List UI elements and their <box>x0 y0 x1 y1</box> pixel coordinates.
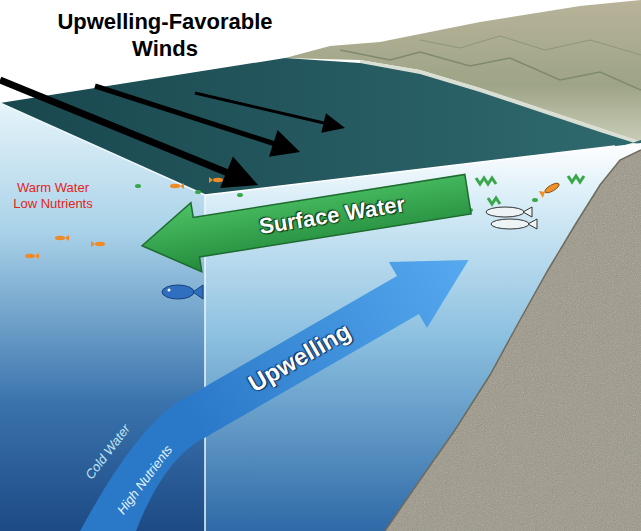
fish-body <box>486 207 524 217</box>
silver-fish <box>491 219 537 229</box>
silver-fish <box>486 207 532 217</box>
fish-body <box>544 181 561 194</box>
small-fish <box>91 241 105 247</box>
blue-fish <box>162 285 203 299</box>
fish-body <box>162 285 194 299</box>
plankton <box>532 198 538 202</box>
wind-arrow-head <box>321 113 345 132</box>
upwelling-arrow: Upwelling <box>172 227 487 453</box>
fish-tail <box>523 207 532 217</box>
water-note: Cold Water <box>82 421 134 482</box>
mountain-ridge <box>420 36 641 55</box>
wind-arrow-shaft <box>195 93 325 123</box>
fish-eye <box>168 289 171 292</box>
fish-body <box>491 219 529 229</box>
fish-body <box>95 242 105 246</box>
fish-body <box>213 178 223 182</box>
diagram-heading: Upwelling-Favorable Winds <box>40 8 290 62</box>
fish-body <box>55 236 65 240</box>
plankton-chain <box>488 198 500 204</box>
fish-body <box>25 254 35 258</box>
water-note: Warm Water Low Nutrients <box>8 180 98 212</box>
wind-arrow-head <box>220 157 258 188</box>
fish-tail <box>35 253 39 259</box>
plankton <box>135 184 141 188</box>
plankton <box>195 190 201 194</box>
small-fish <box>170 183 184 189</box>
small-fish <box>25 253 39 259</box>
fish-tail <box>180 183 184 189</box>
wind-arrows <box>0 80 345 188</box>
small-fish <box>55 235 69 241</box>
wind-arrow-head <box>269 130 300 157</box>
wind-arrow-shaft <box>95 86 275 144</box>
plankton <box>237 193 243 197</box>
small-fish <box>209 177 223 183</box>
fish-tail <box>65 235 69 241</box>
plankton-chain <box>568 176 584 182</box>
water-note: High Nutrients <box>114 442 176 517</box>
fish-body <box>170 184 180 188</box>
left-face-water <box>0 103 205 531</box>
fish-tail <box>528 219 537 229</box>
fish-tail <box>91 241 95 247</box>
orange-fish <box>539 181 561 198</box>
arrow-outline <box>172 227 487 453</box>
fish-tail <box>539 189 547 198</box>
plankton-chain <box>476 178 496 184</box>
fish-tail <box>193 285 203 299</box>
fish-tail <box>209 177 213 183</box>
